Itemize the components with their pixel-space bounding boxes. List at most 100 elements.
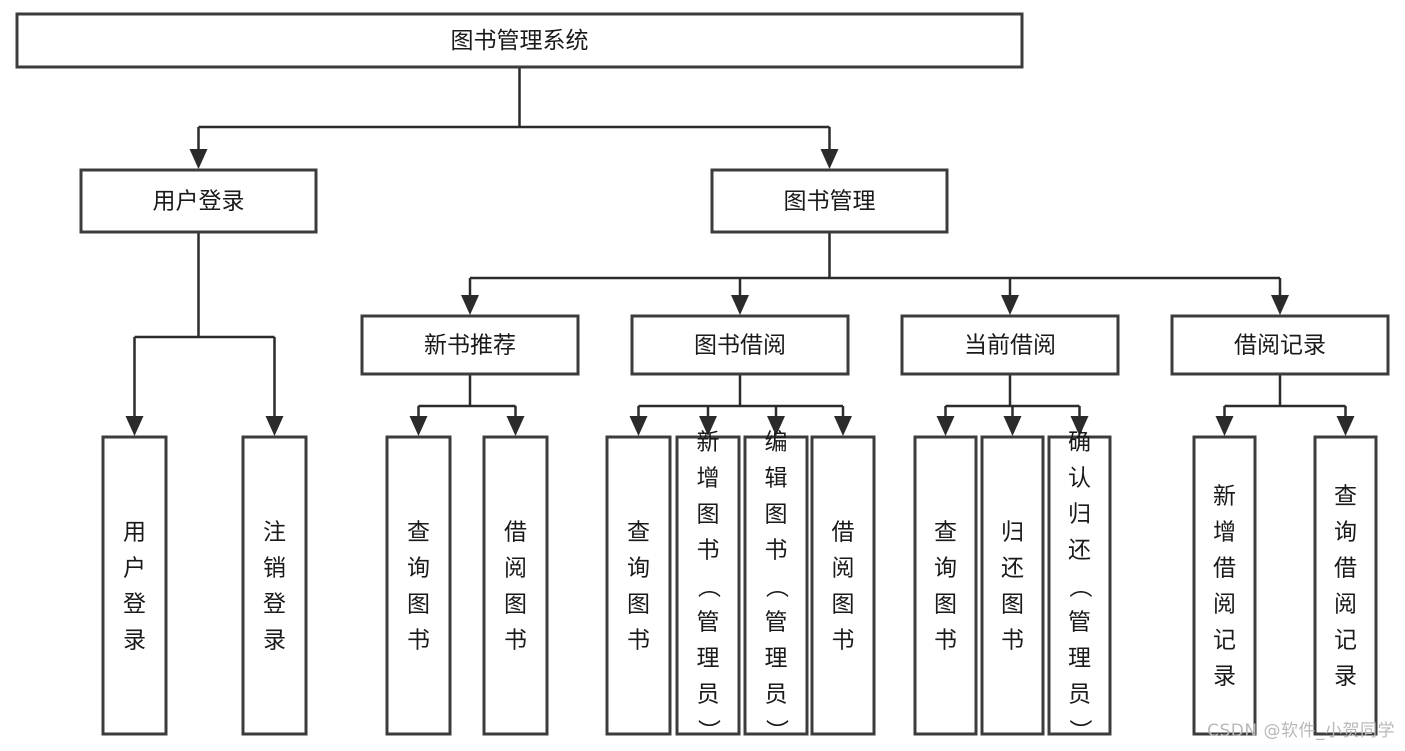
node-box[interactable] xyxy=(1192,435,1257,736)
node-label-char: 认 xyxy=(1068,466,1091,492)
node-label-char: 理 xyxy=(697,646,720,672)
node-label-char: 新 xyxy=(1213,484,1236,510)
node-label-char: 管 xyxy=(1068,610,1091,636)
arrow-head-icon xyxy=(409,416,428,436)
node-label-char: 阅 xyxy=(1213,592,1236,618)
node-label-char: 图 xyxy=(832,592,855,618)
node-box[interactable] xyxy=(15,12,1024,69)
arrow-head-icon xyxy=(820,149,839,169)
node-box[interactable] xyxy=(605,435,672,736)
arrow-head-icon xyxy=(125,416,144,436)
node-box[interactable] xyxy=(360,314,580,376)
node-label-char: 查 xyxy=(627,520,650,546)
node-label-char: 理 xyxy=(1068,646,1091,672)
watermark-label: CSDN @软件_小贺同学 xyxy=(1207,721,1395,741)
node-box[interactable] xyxy=(385,435,452,736)
arrow-head-icon xyxy=(1001,295,1019,315)
node-label-char: 书 xyxy=(765,538,788,564)
node-label-char: 询 xyxy=(407,556,430,582)
diagram-node[interactable]: 借阅记录 xyxy=(1170,314,1390,376)
node-label-char: 查 xyxy=(934,520,957,546)
node-box[interactable] xyxy=(630,314,850,376)
node-box[interactable] xyxy=(1313,435,1378,736)
arrow-head-icon xyxy=(1070,416,1089,436)
node-box[interactable] xyxy=(1047,435,1112,736)
node-label-char: 录 xyxy=(263,628,286,654)
node-label-char: 编 xyxy=(765,430,788,456)
diagram-node[interactable]: 当前借阅 xyxy=(900,314,1120,376)
node-label-char: 图 xyxy=(407,592,430,618)
arrow-head-icon xyxy=(936,416,955,436)
node-label-char: 确 xyxy=(1068,430,1091,456)
node-box[interactable] xyxy=(980,435,1045,736)
node-label-char: 员 xyxy=(1068,682,1091,708)
node-label-char: 登 xyxy=(123,592,146,618)
node-box[interactable] xyxy=(710,168,949,234)
nodes-layer: 图书管理系统用户登录图书管理新书推荐图书借阅当前借阅借阅记录用户登录注销登录查询… xyxy=(15,12,1390,743)
diagram-node[interactable]: 图书管理 xyxy=(710,168,949,234)
node-box[interactable] xyxy=(1170,314,1390,376)
node-label-char: 销 xyxy=(263,556,286,582)
node-label-char: 询 xyxy=(934,556,957,582)
arrow-head-icon xyxy=(1003,416,1022,436)
node-label-char: 用 xyxy=(123,520,146,546)
node-label-char: 阅 xyxy=(504,556,527,582)
node-box[interactable] xyxy=(241,435,308,736)
node-label: 用户登录 xyxy=(153,189,245,215)
node-label-char: 理 xyxy=(765,646,788,672)
node-label-char: 员 xyxy=(697,682,720,708)
node-box[interactable] xyxy=(675,435,741,736)
node-box[interactable] xyxy=(900,314,1120,376)
arrow-head-icon xyxy=(189,149,208,169)
node-label-char: 书 xyxy=(627,628,650,654)
node-label-char: 图 xyxy=(504,592,527,618)
node-label-char: 增 xyxy=(697,466,720,492)
node-label-char: 阅 xyxy=(832,556,855,582)
node-label-char: 登 xyxy=(263,592,286,618)
node-label-char: 录 xyxy=(1334,664,1357,690)
node-box[interactable] xyxy=(743,435,809,736)
arrow-head-icon xyxy=(265,416,284,436)
node-box[interactable] xyxy=(101,435,168,736)
node-label: 图书借阅 xyxy=(694,333,786,359)
node-label-char: 辑 xyxy=(765,466,788,492)
node-box[interactable] xyxy=(79,168,318,234)
node-label-char: ） xyxy=(695,719,721,742)
arrow-head-icon xyxy=(461,295,479,315)
node-box[interactable] xyxy=(810,435,876,736)
node-label-char: 记 xyxy=(1334,628,1357,654)
node-label: 当前借阅 xyxy=(964,333,1056,359)
node-label-char: 询 xyxy=(1334,520,1357,546)
diagram-node[interactable]: 图书借阅 xyxy=(630,314,850,376)
node-label-char: 图 xyxy=(765,502,788,528)
node-label-char: （ xyxy=(763,575,789,598)
node-box[interactable] xyxy=(482,435,549,736)
node-label-char: 借 xyxy=(1334,556,1357,582)
node-label-char: 查 xyxy=(1334,484,1357,510)
diagram-node[interactable]: 用户登录 xyxy=(101,435,168,736)
arrow-head-icon xyxy=(834,416,852,436)
arrow-head-icon xyxy=(1215,416,1234,436)
diagram-node[interactable]: 用户登录 xyxy=(79,168,318,234)
node-label-char: （ xyxy=(1067,575,1093,598)
diagram-node[interactable]: 新书推荐 xyxy=(360,314,580,376)
node-box[interactable] xyxy=(913,435,978,736)
diagram-node[interactable]: 图书管理系统 xyxy=(15,12,1024,69)
node-label-char: 图 xyxy=(1001,592,1024,618)
arrow-head-icon xyxy=(506,416,525,436)
arrow-head-icon xyxy=(731,295,749,315)
node-label-char: 增 xyxy=(1213,520,1236,546)
node-label: 新书推荐 xyxy=(424,333,516,359)
